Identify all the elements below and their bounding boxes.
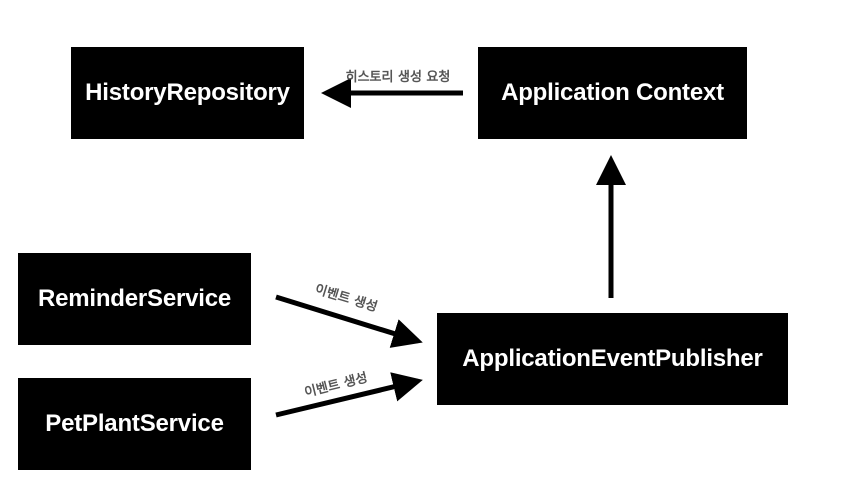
history-repository-label: HistoryRepository [85,79,290,106]
pet-plant-service-label: PetPlantService [45,410,224,437]
history-repository-node: HistoryRepository [71,47,304,139]
arrow-petplant-to-publisher [275,372,423,418]
arrow-reminder-to-publisher [275,294,423,348]
edge-label-context-to-history: 히스토리 생성 요청 [346,69,451,85]
application-context-label: Application Context [501,79,724,106]
application-event-publisher-label: ApplicationEventPublisher [462,345,763,372]
reminder-service-label: ReminderService [37,285,232,312]
application-event-publisher-node: ApplicationEventPublisher [437,313,788,405]
pet-plant-service-node: PetPlantService [18,378,251,470]
application-context-node: Application Context [478,47,747,139]
reminder-service-node: ReminderService [18,253,251,345]
